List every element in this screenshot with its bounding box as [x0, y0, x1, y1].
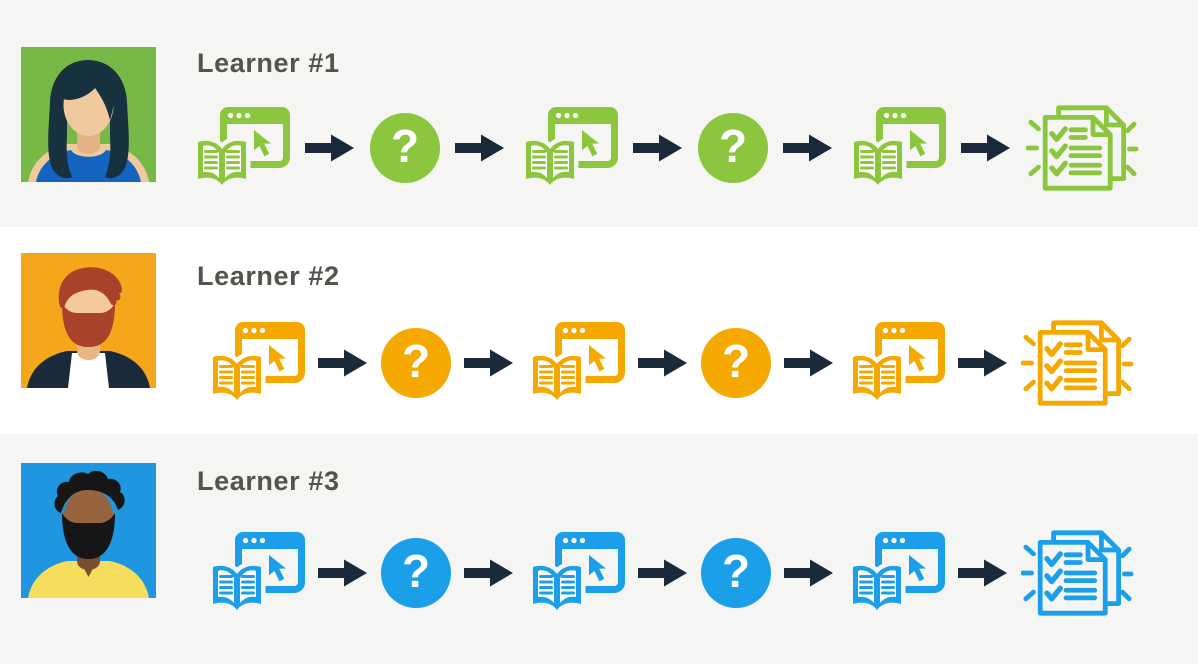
lesson-screen-book-icon [193, 107, 290, 189]
flow-arrow-icon [638, 349, 687, 377]
lesson-screen-book-icon [521, 107, 618, 189]
results-checklist-icon [1026, 105, 1139, 191]
lesson-screen-book-icon [208, 322, 305, 404]
question-mark: ? [401, 544, 431, 597]
cursor-pointer-icon [269, 345, 287, 372]
open-book-icon [528, 351, 586, 404]
cursor-pointer-icon [582, 130, 600, 157]
cursor-pointer-icon [254, 130, 272, 157]
flow-arrow-icon [633, 134, 682, 162]
flow-arrow-icon [958, 559, 1007, 587]
lesson-screen-book-icon [528, 532, 625, 614]
checkmarks [1044, 551, 1063, 602]
open-book-icon [848, 561, 906, 614]
open-book-icon [208, 561, 266, 614]
list-lines [1063, 342, 1098, 391]
sparkle-rays [1021, 334, 1134, 392]
cursor-pointer-icon [910, 130, 928, 157]
flow-arrow-icon [318, 559, 367, 587]
question-circle-icon: ? [701, 538, 771, 608]
cursor-pointer-icon [269, 555, 287, 582]
question-circle-icon: ? [381, 538, 451, 608]
avatar-learner-1 [21, 47, 156, 182]
sparkle-rays [1026, 119, 1139, 177]
flow-arrow-icon [305, 134, 354, 162]
learning-flow-2: ? ? [207, 317, 1134, 409]
sparkle-rays [1021, 544, 1134, 602]
open-book-icon [848, 351, 906, 404]
cursor-pointer-icon [589, 555, 607, 582]
lesson-screen-book-icon [849, 107, 946, 189]
open-book-icon [208, 351, 266, 404]
results-checklist-icon [1021, 320, 1134, 406]
avatar-learner-2 [21, 253, 156, 388]
checkmarks [1049, 126, 1068, 177]
learner-label: Learner #2 [197, 261, 340, 291]
learner-label: Learner #3 [197, 466, 340, 496]
checkmarks [1044, 341, 1063, 392]
lesson-screen-book-icon [208, 532, 305, 614]
cursor-pointer-icon [909, 345, 927, 372]
open-book-icon [521, 136, 579, 189]
flow-arrow-icon [318, 349, 367, 377]
open-book-icon [849, 136, 907, 189]
question-mark: ? [718, 119, 748, 172]
cursor-pointer-icon [909, 555, 927, 582]
flow-arrow-icon [783, 134, 832, 162]
lesson-screen-book-icon [528, 322, 625, 404]
avatar-learner-3 [21, 463, 156, 598]
open-book-icon [193, 136, 251, 189]
cursor-pointer-icon [589, 345, 607, 372]
flow-arrow-icon [464, 559, 513, 587]
lesson-screen-book-icon [848, 322, 945, 404]
flow-arrow-icon [784, 349, 833, 377]
results-checklist-icon [1021, 530, 1134, 616]
flow-arrow-icon [958, 349, 1007, 377]
question-circle-icon: ? [370, 113, 440, 183]
lesson-screen-book-icon [848, 532, 945, 614]
list-lines [1063, 552, 1098, 601]
open-book-icon [528, 561, 586, 614]
question-mark: ? [721, 334, 751, 387]
flow-arrow-icon [961, 134, 1010, 162]
learner-label: Learner #1 [197, 48, 340, 78]
flow-arrow-icon [638, 559, 687, 587]
question-circle-icon: ? [701, 328, 771, 398]
row-learner-1: Learner #1 ? [0, 0, 1198, 227]
flow-arrow-icon [455, 134, 504, 162]
question-mark: ? [401, 334, 431, 387]
question-mark: ? [390, 119, 420, 172]
flow-arrow-icon [784, 559, 833, 587]
learning-flow-1: ? ? [192, 102, 1139, 194]
flow-arrow-icon [464, 349, 513, 377]
question-circle-icon: ? [381, 328, 451, 398]
row-learner-3: Learner #3 ? [0, 434, 1198, 664]
learning-flow-3: ? ? [207, 527, 1134, 619]
list-lines [1068, 127, 1103, 176]
question-mark: ? [721, 544, 751, 597]
question-circle-icon: ? [698, 113, 768, 183]
row-learner-2: Learner #2 ? [0, 227, 1198, 434]
